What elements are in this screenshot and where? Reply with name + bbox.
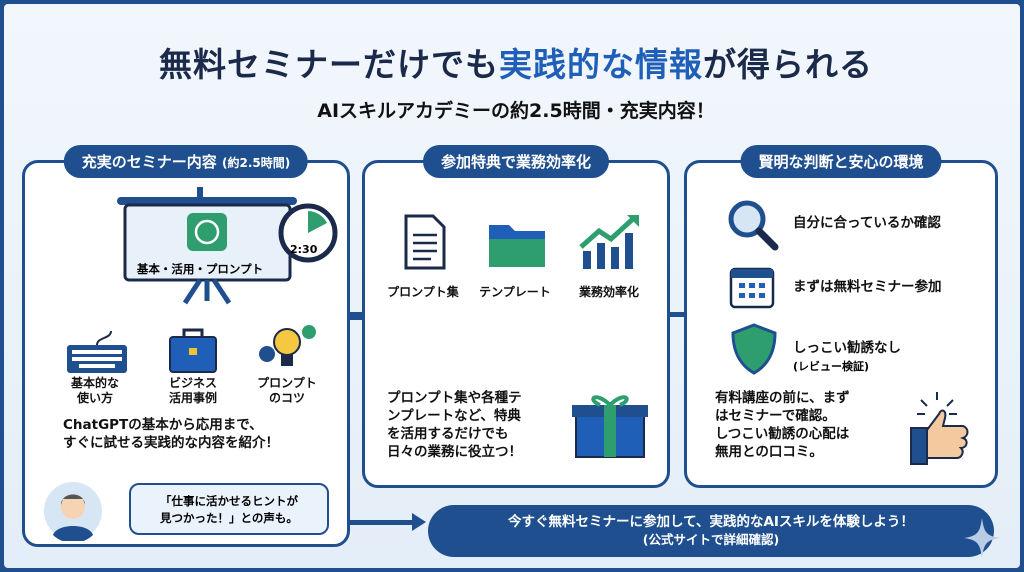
benefit-efficiency: 業務効率化 xyxy=(578,285,639,299)
panel2-description: プロンプト集や各種テンプレートなど、特典を活用するだけでも日々の業務に役立つ！ xyxy=(387,390,522,460)
clock-time: 2:30 xyxy=(290,243,318,256)
magnifier-icon xyxy=(728,200,779,251)
document-icon xyxy=(404,214,446,270)
panel1-description: ChatGPTの基本から応用まで、すぐに試せる実践的な内容を紹介！ xyxy=(63,417,279,451)
cta-text: 今すぐ無料セミナーに参加して、実践的なAIスキルを体験しよう！ xyxy=(508,514,914,530)
briefcase-icon xyxy=(169,328,217,373)
subtitle: AIスキルアカデミーの約2.5時間・充実内容！ xyxy=(317,100,715,122)
benefit-prompts: プロンプト集 xyxy=(387,285,459,299)
folder-icon xyxy=(489,225,545,267)
growth-chart-icon xyxy=(579,215,639,269)
panel-title: 賢明な判断と安心の環境 xyxy=(740,145,942,178)
board-label: 基本・活用・プロンプト xyxy=(136,262,264,276)
connector xyxy=(348,315,368,320)
gift-icon xyxy=(572,395,648,458)
cta-banner[interactable]: 今すぐ無料セミナーに参加して、実践的なAIスキルを体験しよう！ (公式サイトで詳… xyxy=(428,505,994,557)
benefit-templates: テンプレート xyxy=(479,285,551,299)
panel3-description: 有料講座の前に、まずはセミナーで確認。しつこい勧誘の心配は無用との口コミ。 xyxy=(715,390,850,460)
panel-seminar-content: 充実のセミナー内容 (約2.5時間) 基本・活用・プロンプト 2:30 基本的な… xyxy=(22,145,350,547)
lightbulb-icon xyxy=(259,325,316,366)
avatar xyxy=(44,482,102,541)
no-pushy-sales-label: しっこい勧誘なし xyxy=(793,340,901,356)
join-free-seminar-label: まずは無料セミナー参加 xyxy=(793,279,942,295)
keyboard-icon xyxy=(67,331,127,373)
feature-basic-usage: 基本的な使い方 xyxy=(70,376,119,405)
panel-title: 充実のセミナー内容 (約2.5時間) xyxy=(63,145,309,178)
main-title: 無料セミナーだけでも実践的な情報が得られる xyxy=(159,45,873,84)
calendar-icon xyxy=(729,267,775,309)
feature-prompt-tips: プロンプトのコツ xyxy=(257,376,317,405)
feature-business-cases: ビジネス活用事例 xyxy=(168,376,217,405)
arrow-icon xyxy=(348,513,426,531)
panel-benefits: 参加特典で業務効率化 プロンプト集 テンプレート 業務効率化 プロンプト集や各種… xyxy=(362,145,670,488)
panel-reassurance: 賢明な判断と安心の環境 自分に合っているか確認 まずは無料セミナー参加 しっこい… xyxy=(684,145,998,488)
sparkle-icon xyxy=(964,518,1000,558)
cta-subtext: (公式サイトで詳細確認) xyxy=(642,532,780,547)
thumbs-up-icon xyxy=(910,392,969,465)
panel-title: 参加特典で業務効率化 xyxy=(422,145,610,178)
check-fit-label: 自分に合っているか確認 xyxy=(793,215,941,231)
presentation-board-icon xyxy=(117,187,338,305)
testimonial-bubble: 「仕事に活かせるヒントが見つかった！」との声も。 xyxy=(129,483,329,535)
shield-icon xyxy=(731,323,777,375)
review-note: (レビュー検証) xyxy=(793,360,870,373)
